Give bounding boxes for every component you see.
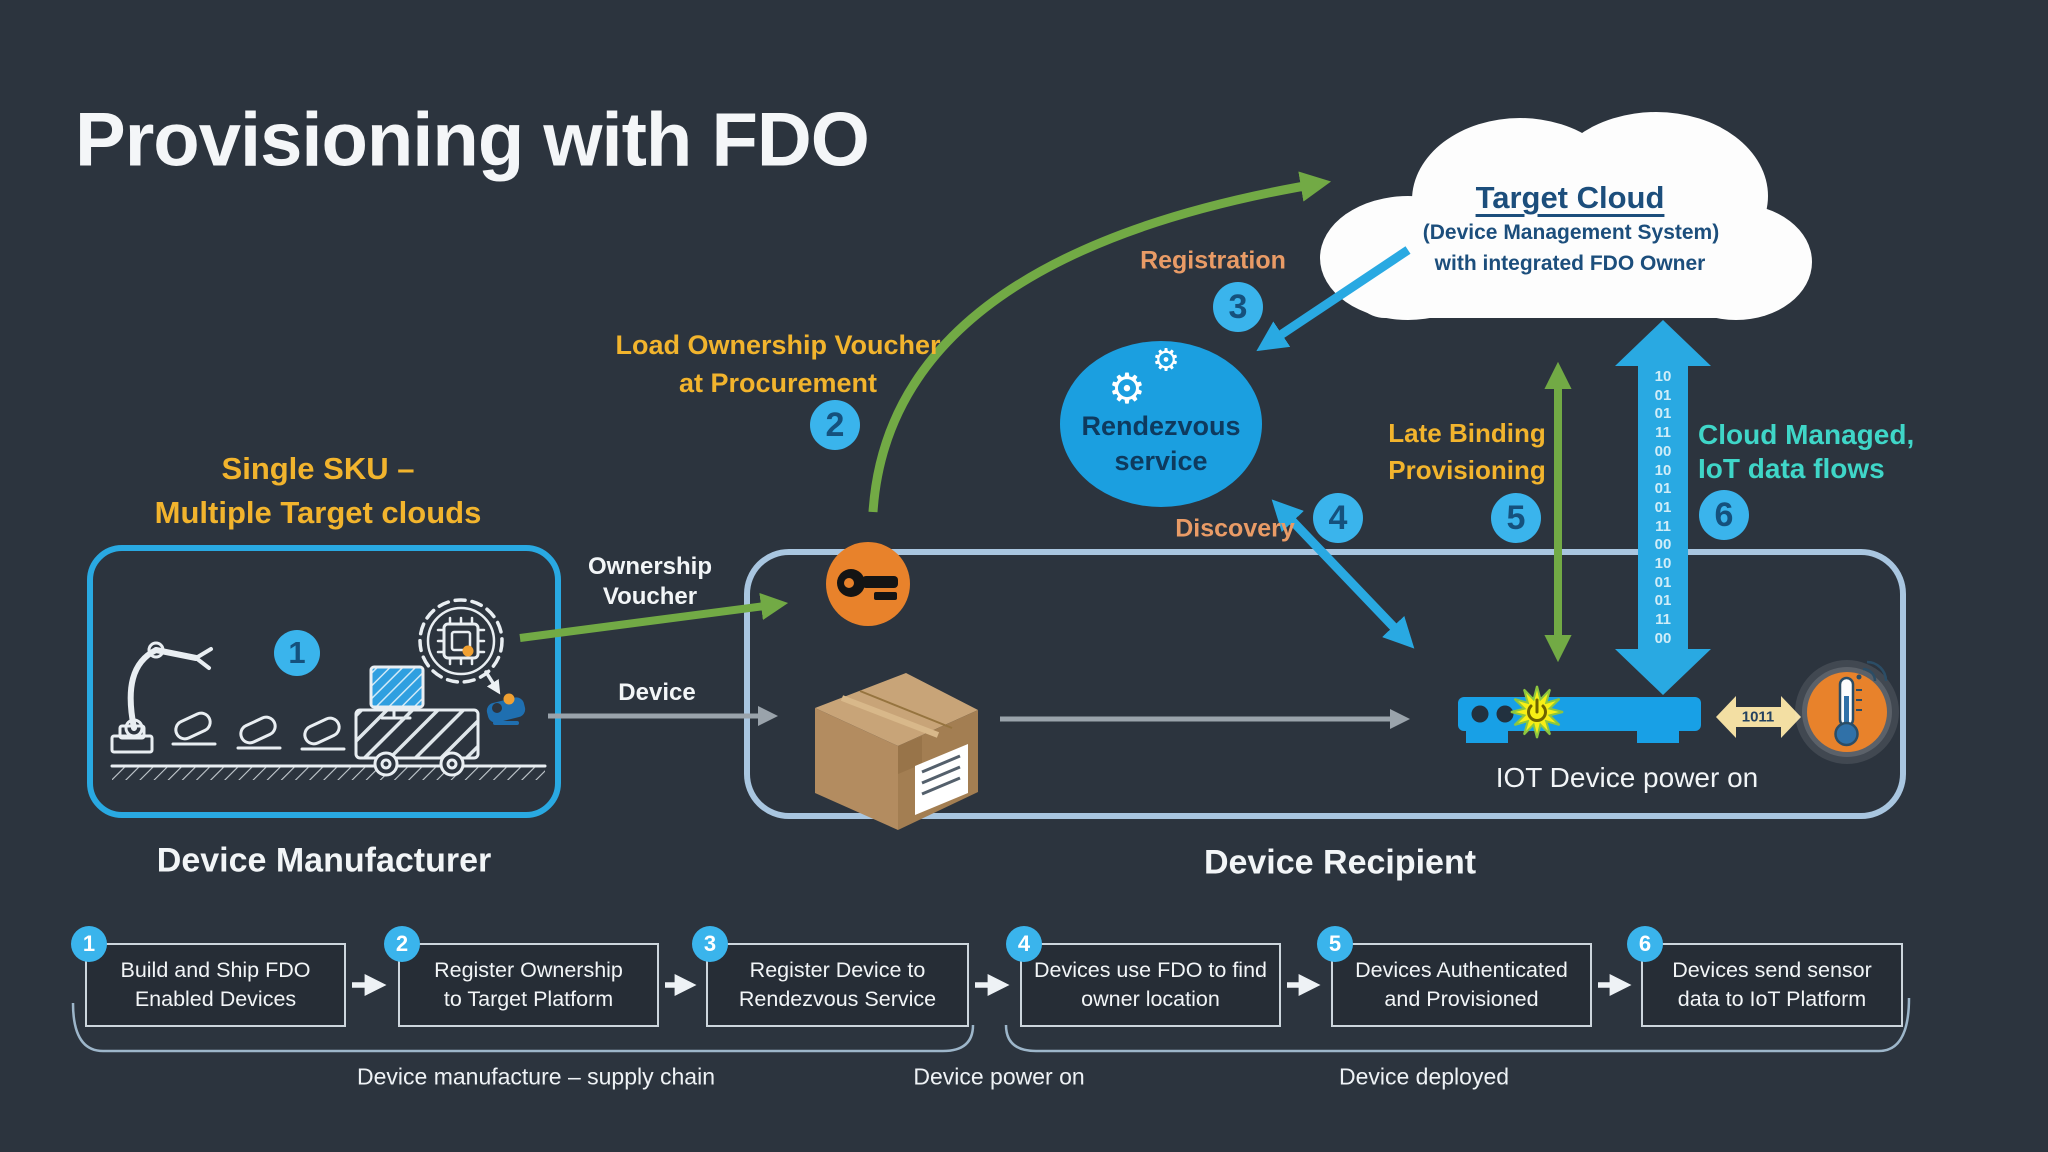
ownership-key-icon — [826, 542, 910, 626]
iot-power-caption: IOT Device power on — [1495, 762, 1759, 793]
cart-icon — [354, 708, 480, 777]
step-badge-4: 4 — [1313, 493, 1363, 543]
chip-to-device-arrow — [484, 670, 501, 695]
target-cloud-sub2: with integrated FDO Owner — [1434, 252, 1706, 275]
flow-step-badge-3: 3 — [692, 926, 728, 962]
step-badge-3: 3 — [1213, 282, 1263, 332]
cloud-managed-line2: IoT data flows — [1698, 453, 1885, 484]
sensor-data-arrow — [1716, 696, 1801, 738]
device-manufacturer-box — [87, 545, 561, 818]
package-icon — [815, 673, 978, 830]
flow-step-badge-5: 5 — [1317, 926, 1353, 962]
gear-icon: ⚙ — [1108, 365, 1146, 412]
chip-magnifier-icon — [418, 598, 504, 684]
wifi-icon — [1856, 660, 1888, 682]
rendezvous-line1: Rendezvous — [1081, 411, 1241, 441]
step-badge-5: 5 — [1491, 493, 1541, 543]
target-cloud-title: Target Cloud — [1475, 180, 1665, 215]
rendezvous-ellipse — [1060, 341, 1262, 507]
discovery-arrow — [1271, 499, 1415, 649]
step-badge-6: 6 — [1699, 490, 1749, 540]
late-binding-line1: Late Binding — [1388, 418, 1546, 448]
step-badge-1: 1 — [274, 630, 320, 676]
registration-label: Registration — [1140, 246, 1286, 275]
sensor-thermometer-icon — [1795, 660, 1899, 764]
late-binding-line2: Provisioning — [1388, 455, 1546, 485]
ownership-voucher-line1: Ownership — [587, 553, 713, 580]
flow-step-badge-2: 2 — [384, 926, 420, 962]
rendezvous-label: Rendezvous service — [1081, 409, 1240, 479]
flow-step-badge-1: 1 — [71, 926, 107, 962]
rendezvous-line2: service — [1114, 446, 1208, 476]
iot-device-icon — [1458, 685, 1701, 743]
step-badge-2: 2 — [810, 400, 860, 450]
device-parts-icons — [171, 711, 346, 751]
finished-device-icon — [486, 693, 526, 725]
phase-label-supply-chain: Device manufacture – supply chain — [357, 1063, 715, 1090]
load-voucher-line1: Load Ownership Voucher — [615, 330, 941, 360]
phase-label-deployed: Device deployed — [1338, 1063, 1510, 1090]
flow-step-badge-4: 4 — [1006, 926, 1042, 962]
ownership-voucher-arrow — [519, 592, 789, 642]
single-sku-line2: Multiple Target clouds — [154, 495, 482, 530]
ownership-voucher-line2: Voucher — [602, 583, 698, 610]
target-cloud-sub1: (Device Management System) — [1422, 221, 1720, 244]
robot-arm-icon — [110, 641, 213, 754]
gear-icon: ⚙ — [1152, 342, 1180, 378]
factory-illustration — [110, 598, 547, 780]
voucher-to-cloud-arrow — [868, 171, 1332, 513]
cloud-managed-line1: Cloud Managed, — [1698, 419, 1915, 450]
cloud-data-flow-arrow — [1615, 320, 1711, 695]
power-on-starburst-icon — [1510, 685, 1564, 739]
discovery-label: Discovery — [1175, 514, 1295, 543]
device-recipient-label: Device Recipient — [1203, 843, 1477, 882]
sensor-binary-label: 1011 — [1741, 708, 1775, 726]
phase-brackets — [71, 997, 1911, 1053]
power-icon — [1527, 704, 1547, 722]
registration-arrow — [1256, 246, 1411, 352]
device-manufacturer-label: Device Manufacturer — [156, 841, 492, 880]
device-label: Device — [618, 679, 696, 706]
ownership-voucher-label: Ownership Voucher — [588, 552, 712, 612]
single-sku-caption: Single SKU – Multiple Target clouds — [155, 447, 482, 535]
load-voucher-line2: at Procurement — [678, 368, 878, 398]
target-cloud-shape — [1320, 112, 1812, 320]
cloud-managed-label: Cloud Managed, IoT data flows — [1698, 418, 1914, 486]
page-title: Provisioning with FDO — [75, 97, 870, 183]
late-binding-label: Late Binding Provisioning — [1388, 415, 1545, 489]
load-voucher-caption: Load Ownership Voucher at Procurement — [615, 326, 940, 402]
ground-hatch — [112, 767, 545, 780]
single-sku-line1: Single SKU – — [221, 451, 415, 486]
phase-label-power-on: Device power on — [913, 1063, 1085, 1090]
flow-step-badge-6: 6 — [1627, 926, 1663, 962]
